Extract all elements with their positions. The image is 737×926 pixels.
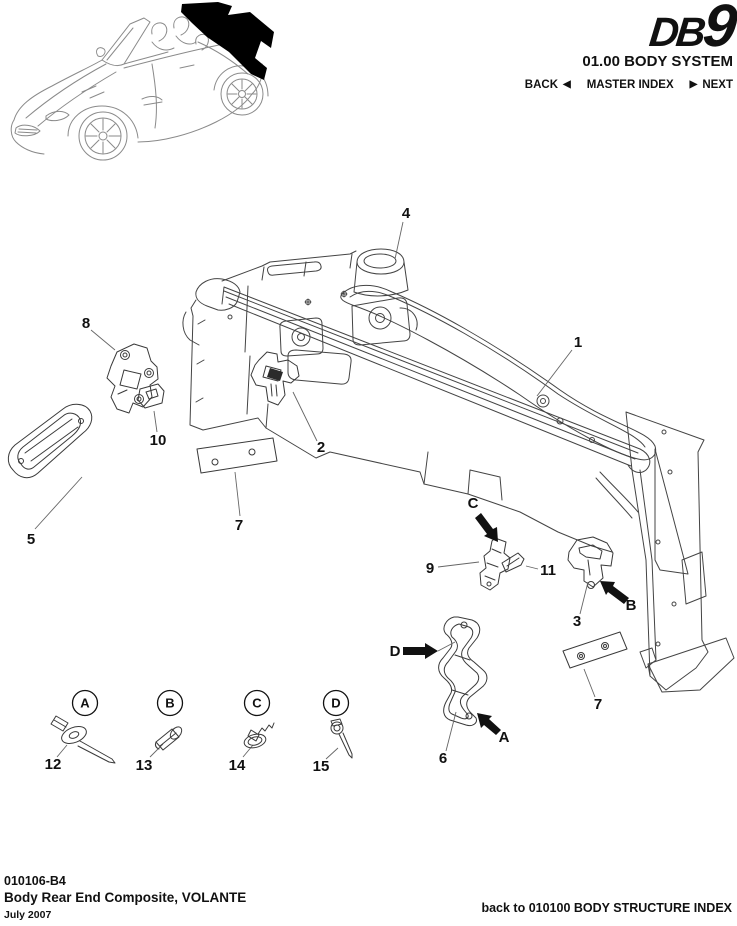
highlighted-rear-section [181,2,274,80]
legend-circle-d [322,689,350,717]
db9-logo: DB9 [525,0,737,59]
arrow-d-icon [403,643,438,659]
arrow-a-icon [477,713,501,735]
part-7-plate-right [562,631,628,669]
nav-links: BACK ◀ MASTER INDEX ▶ NEXT [525,79,733,91]
legend-letter-a: A [80,696,90,711]
part-3-bracket [567,536,614,589]
callout-letter-c: C [468,495,479,512]
car-location-thumbnail [10,2,274,161]
nav-next-label: NEXT [702,79,733,91]
callout-7-right: 7 [594,696,602,713]
exploded-diagram: 4 8 10 2 5 7 1 9 11 C 3 B D 6 A 7 A [7,205,735,775]
callout-6: 6 [439,750,447,767]
arrow-b-icon [600,581,629,604]
part-11-spacer [501,552,525,573]
fastener-legend: A B C D [45,689,353,775]
logo-9-text: 9 [699,0,737,59]
fastener-12-rivet [50,715,116,764]
document-code: 010106-B4 [4,874,66,888]
callout-5: 5 [27,531,35,548]
part-10-clip [137,383,165,409]
callout-letter-d: D [390,643,401,660]
callout-3: 3 [573,613,581,630]
callout-letter-a: A [499,729,510,746]
fastener-13-rivet [154,726,183,751]
legend-letter-b: B [165,696,174,711]
legend-circle-b [156,689,184,717]
nav-master-index[interactable]: MASTER INDEX [587,79,674,91]
part-5-panel [7,403,93,479]
back-to-index-link[interactable]: back to 010100 BODY STRUCTURE INDEX [481,901,732,915]
part-8-bracket [106,343,159,414]
footer-document-info: 010106-B4 Body Rear End Composite, VOLAN… [4,874,246,922]
document-title: Body Rear End Composite, VOLANTE [4,889,247,905]
legend-circle-a [71,689,99,717]
fastener-14-screw [243,722,275,749]
small-parts [7,343,628,726]
next-arrow-icon: ▶ [689,79,698,90]
document-date: July 2007 [4,908,52,921]
legend-part-12: 12 [45,756,62,773]
nav-next[interactable]: ▶ NEXT [690,79,733,91]
nav-back[interactable]: BACK ◀ [525,79,571,91]
callout-8: 8 [82,315,90,332]
fastener-arrows [403,513,629,735]
page-header: DB9 01.00 BODY SYSTEM BACK ◀ MASTER INDE… [525,0,737,91]
callout-labels: 4 8 10 2 5 7 1 9 11 C 3 B D 6 A 7 [27,205,637,767]
part-6-panel [438,616,488,726]
callout-1: 1 [574,334,582,351]
nav-master-label: MASTER INDEX [586,79,674,91]
callout-11: 11 [540,562,556,579]
callout-4: 4 [402,205,411,222]
fastener-15-clip [330,718,353,759]
nav-back-label: BACK [524,79,559,91]
section-title: 01.00 BODY SYSTEM [582,53,733,70]
part-7-plate-left [196,437,278,474]
callout-7-left: 7 [235,517,243,534]
legend-letter-d: D [331,696,340,711]
legend-part-15: 15 [313,758,330,775]
callout-letter-b: B [626,597,637,614]
logo-db-text: DB [646,9,706,55]
legend-letter-c: C [252,696,262,711]
arrow-c-icon [475,513,498,542]
part-9-bracket [479,537,511,591]
legend-part-14: 14 [229,757,246,774]
callout-10: 10 [150,432,167,449]
leader-lines [34,221,596,760]
callout-2: 2 [317,439,325,456]
part-2-bracket [250,351,300,406]
back-arrow-icon: ◀ [563,79,571,90]
legend-part-13: 13 [136,757,153,774]
callout-9: 9 [426,560,434,577]
main-structure [182,248,735,693]
legend-circle-c [243,689,271,717]
